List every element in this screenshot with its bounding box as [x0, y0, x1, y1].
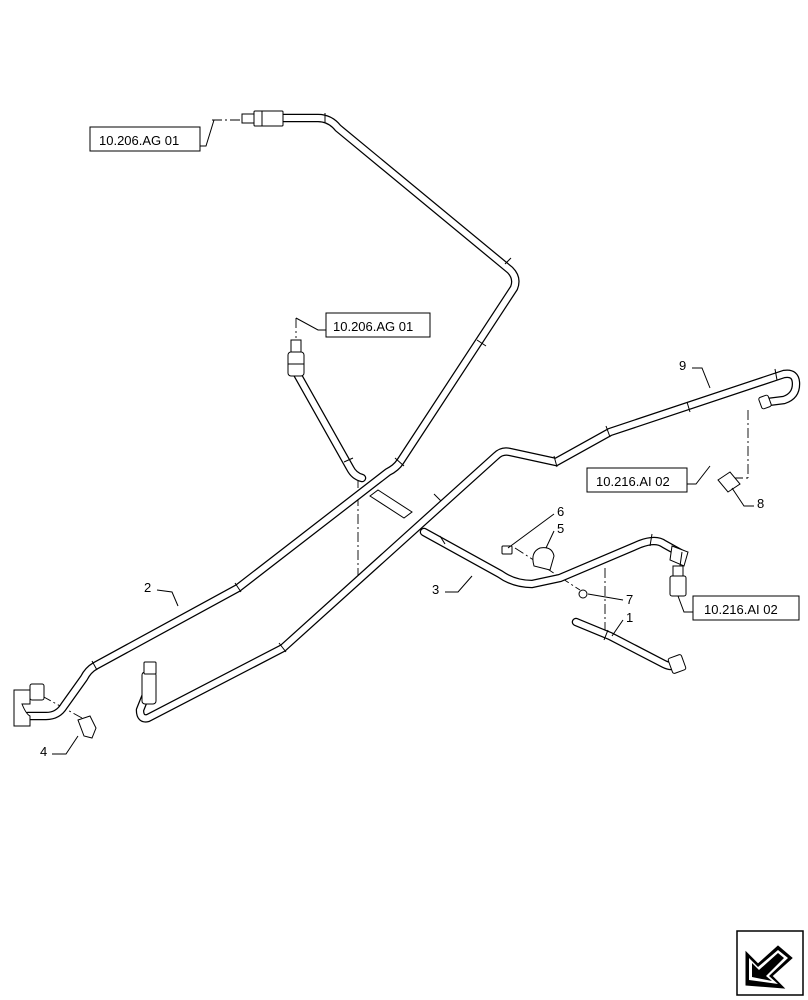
tube-3 — [419, 527, 689, 597]
reference-middle[interactable]: 10.206.AG 01 — [295, 312, 431, 338]
reference-label: 10.206.AG 01 — [333, 319, 413, 334]
callout-4: 4 — [40, 744, 47, 759]
tube-2 — [13, 110, 520, 727]
next-page-arrow-icon[interactable] — [736, 930, 804, 996]
tube-branch — [287, 339, 367, 483]
callout-3: 3 — [432, 582, 439, 597]
tube-1 — [571, 617, 687, 674]
reference-top-left[interactable]: 10.206.AG 01 — [89, 119, 215, 152]
callout-6: 6 — [557, 504, 564, 519]
callouts: 2 4 3 6 5 7 1 9 8 — [40, 358, 764, 759]
reference-label: 10.216.AI 02 — [704, 602, 778, 617]
tube-9 — [135, 368, 801, 723]
callout-9: 9 — [679, 358, 686, 373]
callout-5: 5 — [557, 521, 564, 536]
reference-right-upper[interactable]: 10.216.AI 02 — [586, 465, 711, 493]
callout-2: 2 — [144, 580, 151, 595]
reference-label: 10.216.AI 02 — [596, 474, 670, 489]
callout-1: 1 — [626, 610, 633, 625]
spacer-block — [369, 489, 413, 519]
reference-label: 10.206.AG 01 — [99, 133, 179, 148]
callout-8: 8 — [757, 496, 764, 511]
callout-7: 7 — [626, 592, 633, 607]
parts — [77, 471, 741, 739]
reference-right-lower[interactable]: 10.216.AI 02 — [677, 595, 800, 621]
